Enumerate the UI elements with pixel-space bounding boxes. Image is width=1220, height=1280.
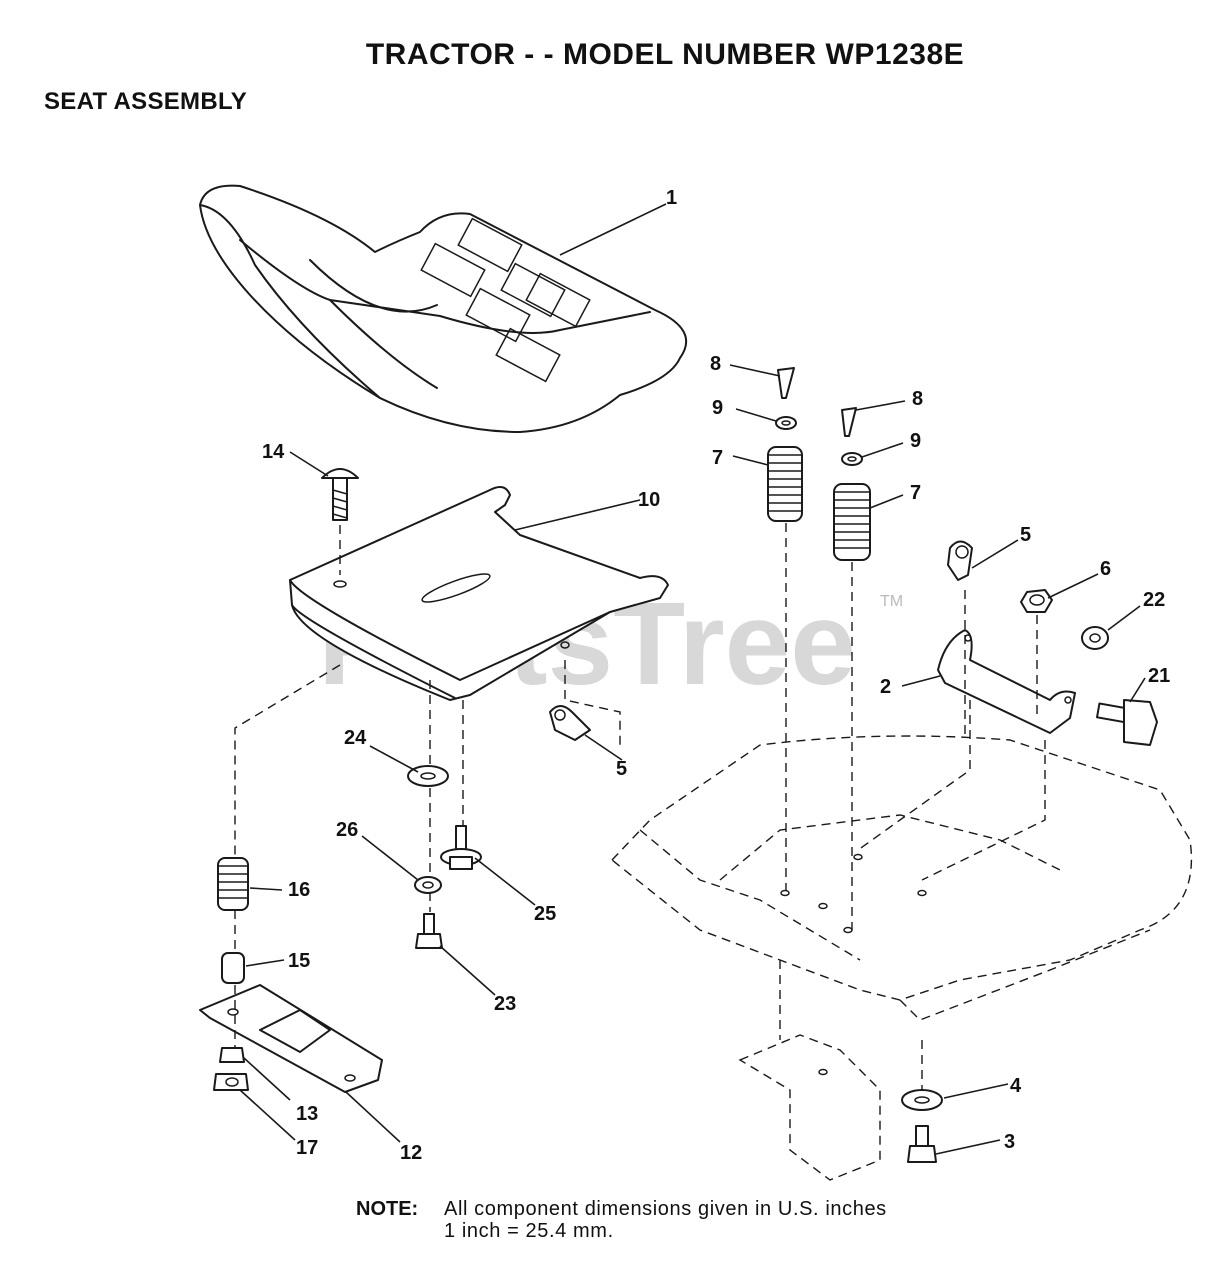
- lower-left-parts: [199, 857, 383, 1093]
- alignment-lines: [234, 523, 1046, 1090]
- callout-9-left: 9: [712, 397, 723, 419]
- callout-15: 15: [288, 950, 310, 972]
- callout-14: 14: [262, 441, 285, 463]
- seat-pan-part: [289, 485, 669, 701]
- callout-17: 17: [296, 1137, 318, 1159]
- spring-part-right: [833, 483, 871, 561]
- callout-12: 12: [400, 1142, 422, 1164]
- callout-8-left: 8: [710, 353, 721, 375]
- section-title: SEAT ASSEMBLY: [44, 88, 248, 115]
- callout-5-right: 5: [1020, 524, 1031, 546]
- callout-24: 24: [344, 727, 367, 749]
- carriage-bolt-part: [321, 468, 359, 521]
- callout-3: 3: [1004, 1131, 1015, 1153]
- callout-13: 13: [296, 1103, 318, 1125]
- callout-10: 10: [638, 489, 660, 511]
- fastener-parts-center: [407, 765, 482, 949]
- callout-6: 6: [1100, 558, 1111, 580]
- callout-5-left: 5: [616, 758, 627, 780]
- watermark-tm: TM: [880, 593, 903, 610]
- callout-1: 1: [666, 187, 677, 209]
- callout-8-right: 8: [912, 388, 923, 410]
- callout-7-right: 7: [910, 482, 921, 504]
- spring-part-left: [767, 446, 803, 522]
- pin-parts: [775, 367, 863, 466]
- chassis-phantom: [610, 735, 1193, 1181]
- callout-labels: 1 14 10 8 9 7 8 9 7 5 6 22 21 2 5 24 26 …: [262, 187, 1170, 1164]
- leader-lines: [239, 203, 1146, 1155]
- note-label: NOTE:: [356, 1198, 419, 1220]
- note-line-1: All component dimensions given in U.S. i…: [444, 1198, 887, 1220]
- callout-4: 4: [1010, 1075, 1022, 1097]
- callout-21: 21: [1148, 665, 1170, 687]
- bracket-part: [937, 629, 1076, 734]
- fastener-parts-lower-right: [901, 1089, 943, 1163]
- note-line-2: 1 inch = 25.4 mm.: [444, 1220, 614, 1242]
- clip-parts: [549, 540, 973, 741]
- callout-22: 22: [1143, 589, 1165, 611]
- fastener-parts-right: [1020, 589, 1158, 746]
- callout-7-left: 7: [712, 447, 723, 469]
- callout-23: 23: [494, 993, 516, 1015]
- callout-25: 25: [534, 903, 556, 925]
- callout-9-right: 9: [910, 430, 921, 452]
- seat-part: [199, 184, 688, 433]
- page-title: TRACTOR - - MODEL NUMBER WP1238E: [365, 38, 965, 71]
- callout-16: 16: [288, 879, 310, 901]
- callout-26: 26: [336, 819, 358, 841]
- callout-2: 2: [880, 676, 891, 698]
